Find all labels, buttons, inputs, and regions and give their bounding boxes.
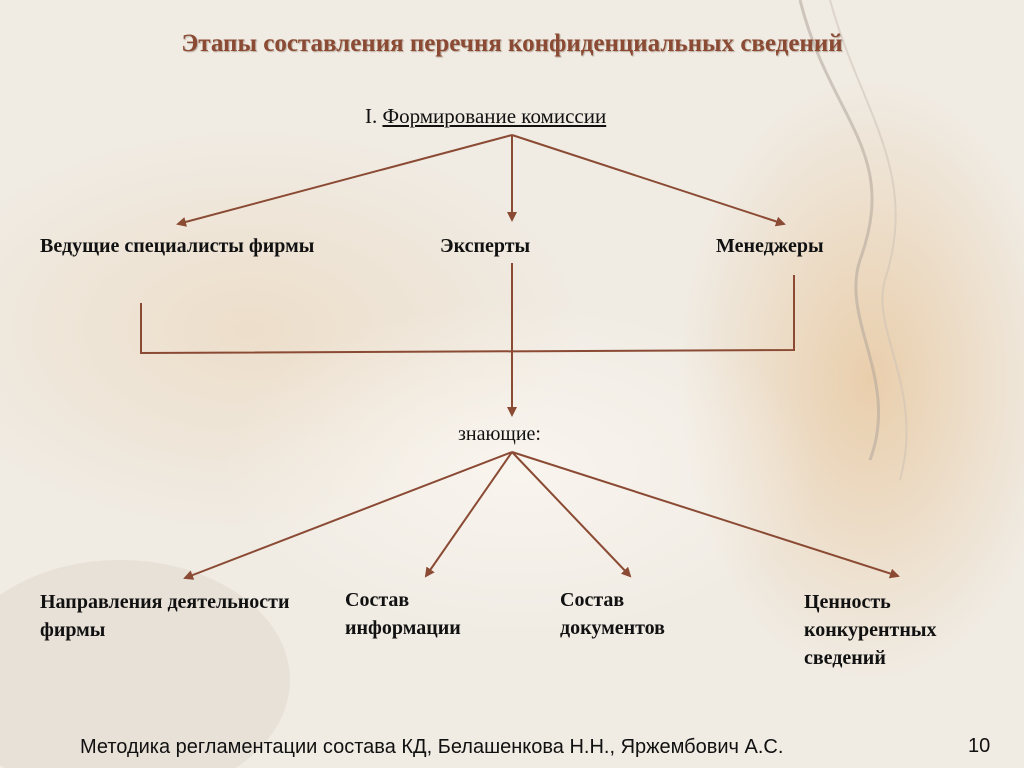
- stage-label: Формирование комиссии: [382, 104, 607, 128]
- knowing-label: знающие:: [458, 423, 541, 445]
- arrow-to-information-composition: [424, 451, 513, 578]
- arrow-to-documents-composition: [511, 451, 632, 578]
- arrow-to-managers: [511, 134, 786, 227]
- member-managers: Менеджеры: [716, 235, 824, 257]
- footer-text: Методика регламентации состава КД, Белаш…: [80, 736, 784, 758]
- page-number: 10: [968, 735, 991, 757]
- knowledge-competitive-value: Ценность конкурентных сведений: [804, 591, 937, 669]
- knowledge-activity-directions: Направления деятельности фирмы: [40, 591, 290, 641]
- arrow-to-lead-specialists: [176, 134, 513, 227]
- member-experts: Эксперты: [440, 235, 531, 257]
- knowledge-information-composition: Состав информации: [345, 589, 461, 639]
- stage-numeral: I.: [365, 104, 378, 128]
- member-lead-specialists: Ведущие специалисты фирмы: [40, 235, 315, 257]
- arrow-to-activity-directions: [183, 451, 513, 580]
- arrow-to-competitive-value: [511, 451, 900, 579]
- stage-heading: I. Формирование комиссии: [365, 102, 606, 131]
- knowledge-documents-composition: Состав документов: [560, 589, 665, 639]
- members-bracket: [140, 275, 795, 355]
- slide-title: Этапы составления перечня конфиденциальн…: [181, 30, 843, 57]
